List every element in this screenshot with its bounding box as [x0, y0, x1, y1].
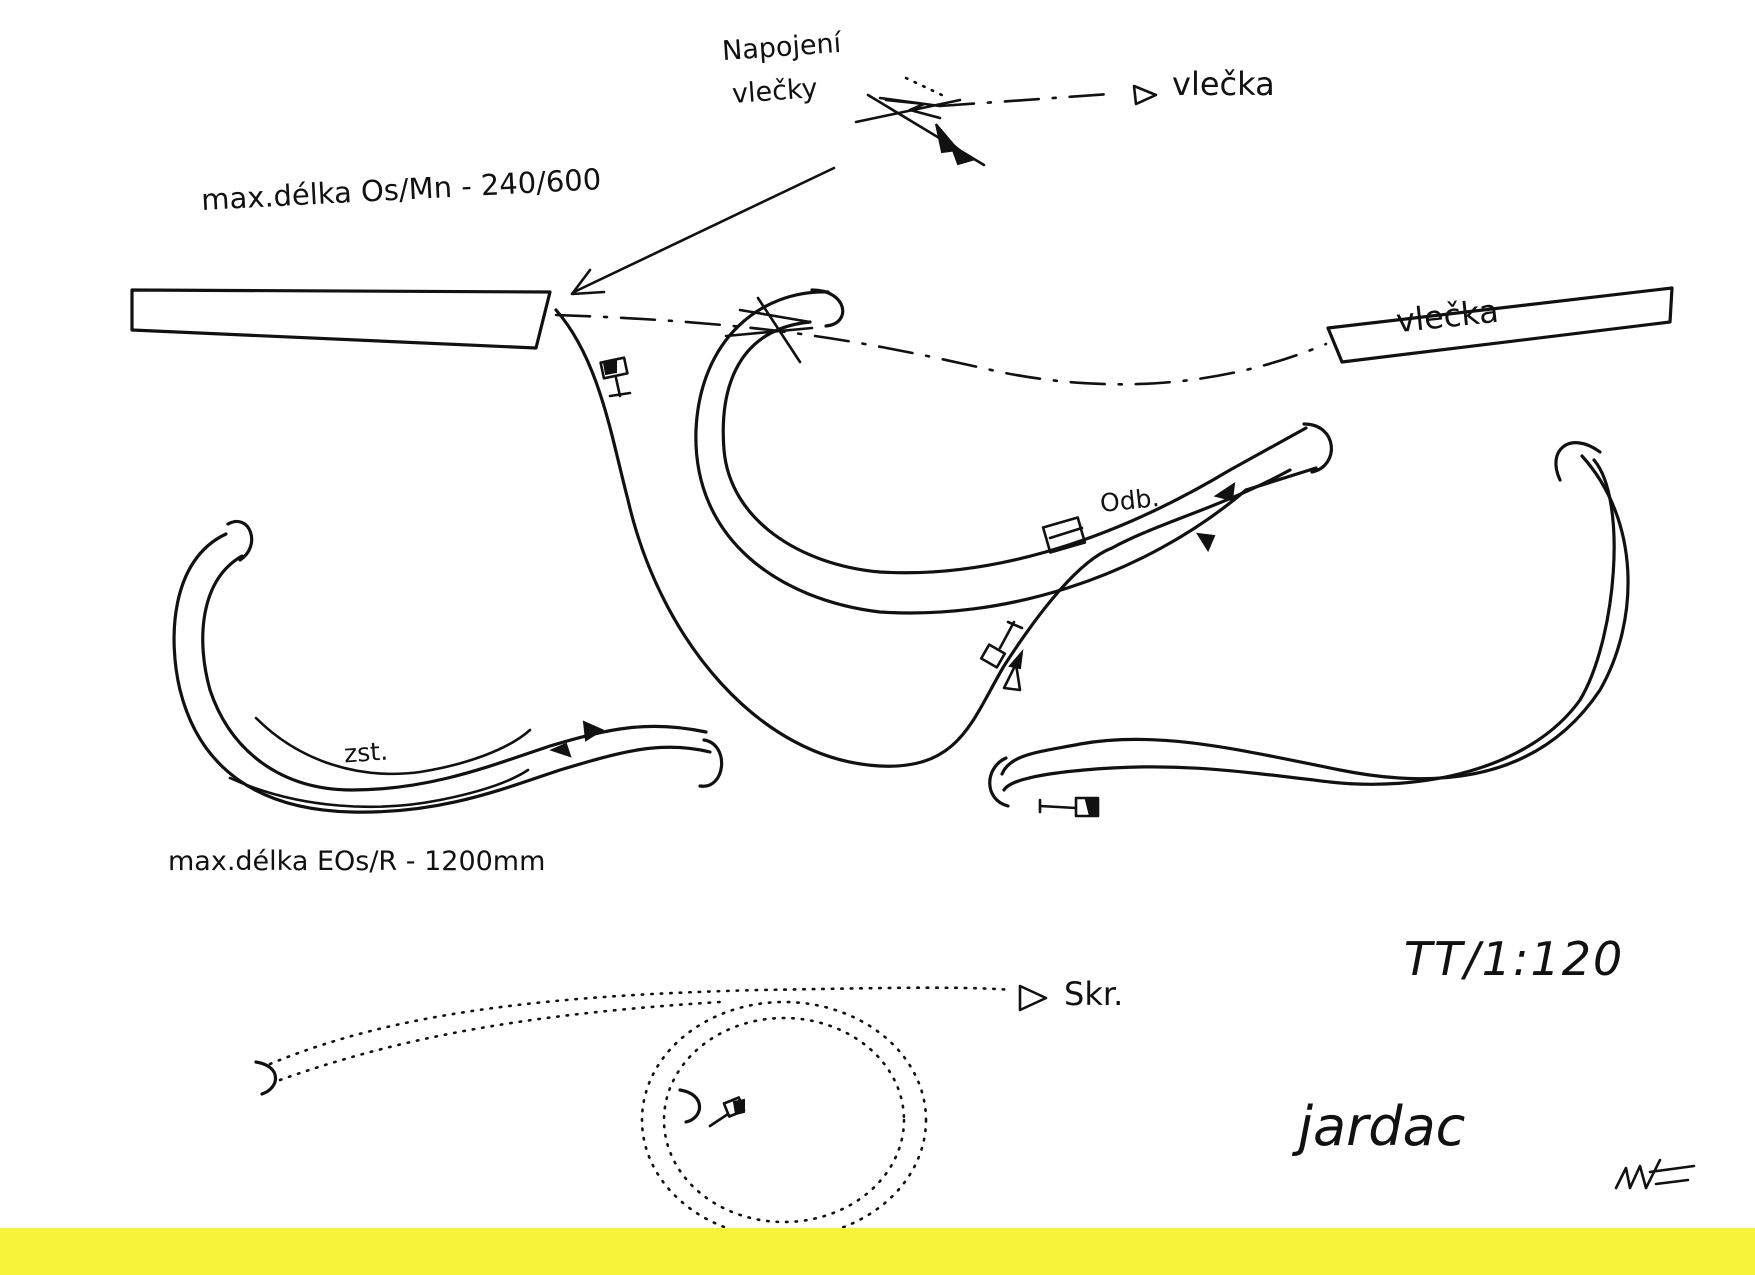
- signal-icon-2: [979, 643, 1007, 669]
- main-line-curve: [554, 308, 1292, 768]
- branch-arrow-icon: [1213, 481, 1236, 502]
- signal-mast: [608, 376, 632, 398]
- right-curve-inner: [1002, 458, 1616, 792]
- stop-label: zst.: [343, 736, 389, 769]
- left-curve-inner: [201, 554, 708, 792]
- helix-end: [678, 1088, 702, 1124]
- siding-dashdot-line: [554, 313, 1328, 386]
- right-curve-outer: [1000, 454, 1630, 781]
- siding-label-right: vlečka: [1394, 291, 1501, 341]
- hidden-track-1: [268, 986, 1014, 1066]
- loop-end-top: [810, 288, 845, 328]
- pointer-arrow-line: [572, 166, 836, 294]
- branch-end: [1302, 422, 1333, 474]
- left-curve-outer: [172, 532, 712, 814]
- junction-arrow-icon-2: [947, 138, 975, 166]
- stop-platform-1: [254, 716, 532, 776]
- author-label: jardac: [1298, 1095, 1466, 1158]
- loop-crossing-2: [724, 326, 814, 338]
- station-building-icon: [1041, 516, 1087, 554]
- yellow-band: [0, 1228, 1755, 1275]
- hidden-end: [254, 1060, 278, 1096]
- pointer-arrow-head: [570, 268, 606, 296]
- left-curve-end-top: [226, 520, 254, 562]
- junction-crossing-2: [884, 98, 942, 120]
- loop-track-outer: [694, 290, 1248, 615]
- signature-icon: [1614, 1158, 1696, 1190]
- loop-track-inner: [721, 320, 1232, 575]
- branch-track-lower: [1244, 466, 1318, 492]
- right-curve-end-top: [1554, 441, 1602, 482]
- helix-signal-mast: [708, 1112, 730, 1128]
- scale-label: TT/1:120: [1404, 932, 1625, 986]
- stop-arrow-icon-2: [549, 742, 572, 758]
- track-block-right: [1326, 286, 1674, 364]
- helix-loop-outer: [640, 1000, 928, 1240]
- signal-arrow-icon: [1008, 648, 1024, 670]
- branch-label: Odb.: [1098, 482, 1161, 519]
- stop-arrow-icon: [582, 720, 605, 742]
- signal-flag: [602, 358, 617, 376]
- track-block-left: [130, 288, 552, 350]
- end-signal-mast: [1038, 798, 1078, 814]
- junction-dash: [938, 92, 1112, 108]
- hidden-track-2: [278, 1000, 722, 1082]
- siding-label-top: vlečka: [1172, 65, 1275, 103]
- max-length-bottom-label: max.délka EOs/R - 1200mm: [168, 846, 546, 877]
- right-curve-end-bottom: [988, 756, 1010, 808]
- branch-track-upper: [1228, 426, 1308, 472]
- stop-platform-2: [228, 768, 530, 809]
- junction-label: Napojení: [721, 27, 843, 68]
- junction-label-line2: vlečky: [731, 73, 819, 110]
- signal-mast-2: [998, 620, 1024, 650]
- branch-arrow-icon-2: [1196, 532, 1216, 553]
- hidden-triangle-icon: [1018, 984, 1048, 1012]
- junction-dots: [904, 76, 946, 98]
- signal-triangle-icon: [1002, 662, 1022, 692]
- end-signal-flag: [1084, 799, 1099, 817]
- junction-track: [854, 98, 962, 124]
- loop-crossing-1: [738, 308, 812, 324]
- hidden-track-label: Skr.: [1064, 975, 1124, 1013]
- helix-signal-flag: [732, 1098, 745, 1116]
- helix-loop-inner: [662, 1016, 906, 1224]
- junction-triangle-icon: [1132, 84, 1158, 106]
- left-curve-end-right: [698, 738, 724, 788]
- loop-crossing-3: [756, 296, 802, 364]
- station-building-line: [1048, 526, 1084, 540]
